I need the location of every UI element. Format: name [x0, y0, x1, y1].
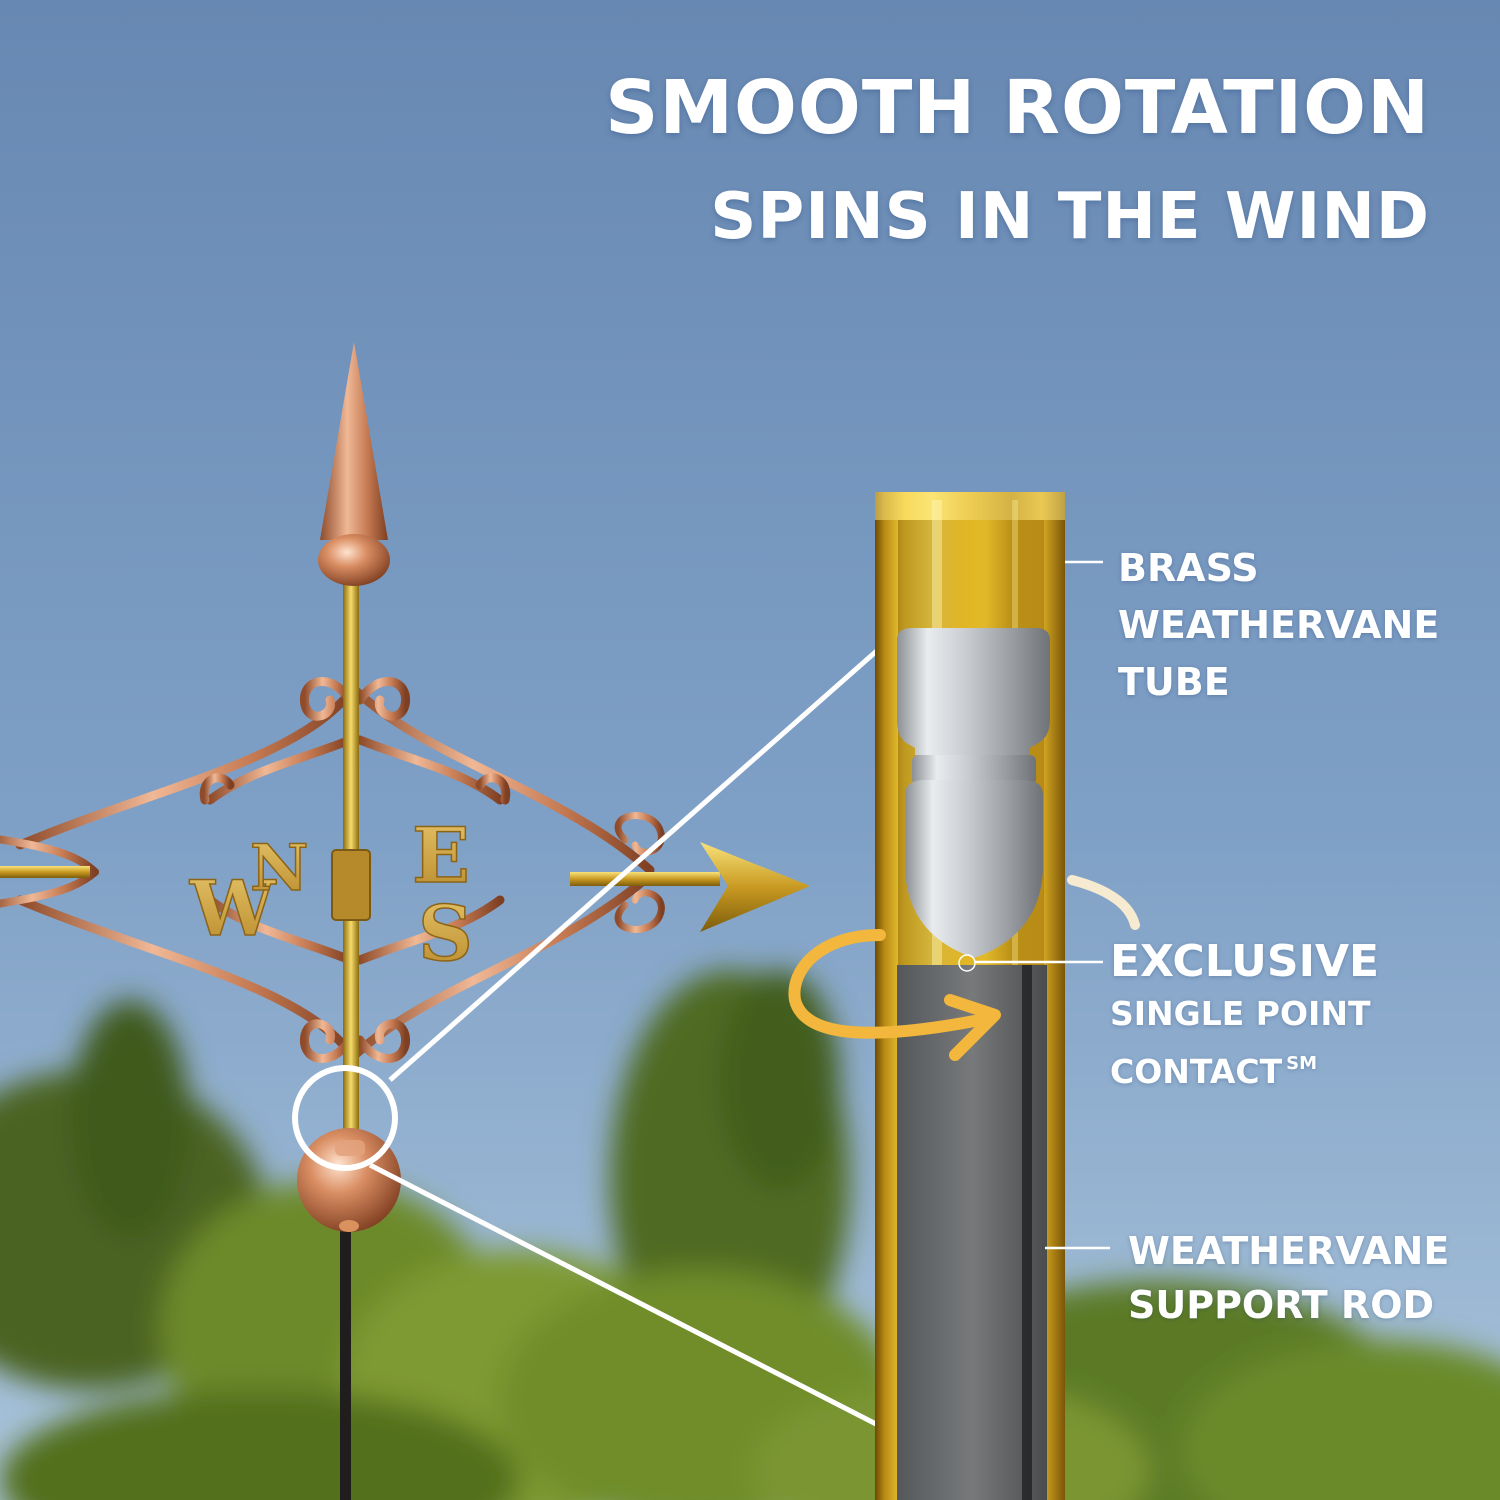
weathervane: W N E S	[0, 342, 810, 1500]
zoom-leader-bottom	[368, 1162, 880, 1428]
headline-line-2: SPINS IN THE WIND	[710, 180, 1430, 254]
callout-rod-line: WEATHERVANE	[1128, 1229, 1450, 1273]
blurred-trees	[0, 970, 1500, 1500]
label-leaders	[975, 560, 1110, 1250]
pivot-point	[905, 780, 1043, 958]
finial-ball	[318, 534, 390, 586]
zoom-callout	[292, 646, 882, 1428]
callout-brass-tube: BRASS WEATHERVANE TUBE	[1118, 540, 1439, 711]
callout-contact-line-1: EXCLUSIVE	[1110, 936, 1380, 987]
magnifier-circle-icon	[292, 1065, 398, 1171]
compass-hub	[331, 849, 371, 921]
compass-letter-n: N	[250, 831, 309, 906]
zoom-leader-top	[388, 646, 882, 1082]
arrow-tail-shaft	[0, 866, 90, 878]
pivot-collar	[912, 755, 1036, 785]
pivot-cap-upper	[897, 628, 1050, 755]
cutaway-tube	[875, 492, 1065, 1500]
lower-copper-ball	[297, 1128, 401, 1232]
callout-contact-line-2: SINGLE POINT	[1110, 994, 1371, 1033]
arrow-head	[700, 842, 810, 932]
callout-contact-word: CONTACT	[1110, 1052, 1283, 1091]
callout-brass-line: WEATHERVANE	[1118, 603, 1440, 647]
rotation-arrow-icon	[788, 875, 1140, 1061]
finial-spike	[320, 342, 388, 540]
service-mark: SM	[1286, 1053, 1317, 1074]
arrow-shaft	[570, 872, 720, 886]
callout-support-rod: WEATHERVANE SUPPORT ROD	[1128, 1224, 1449, 1332]
callout-brass-line: BRASS	[1118, 546, 1259, 590]
callout-brass-line: TUBE	[1118, 660, 1230, 704]
compass-letter-s: S	[418, 889, 473, 978]
callout-rod-line: SUPPORT ROD	[1128, 1283, 1435, 1327]
copper-scroll-frame	[0, 677, 665, 1063]
support-rod-lower	[340, 1220, 351, 1500]
headline-line-1: SMOOTH ROTATION	[605, 65, 1430, 151]
